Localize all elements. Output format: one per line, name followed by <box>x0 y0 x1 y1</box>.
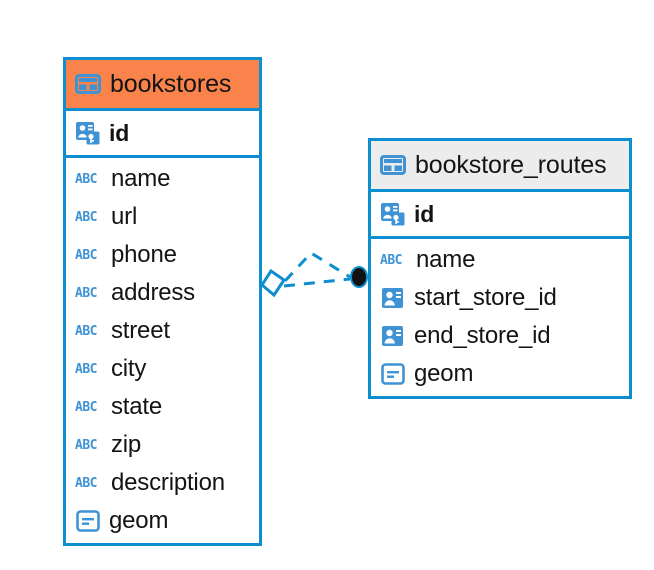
foreign-key-icon <box>382 288 403 308</box>
field-row-street[interactable]: ABC street <box>66 312 259 350</box>
field-label: id <box>109 119 130 146</box>
field-list-bookstores: ABC name ABC url ABC phone ABC address ABC st… <box>66 158 259 543</box>
rhombus-open-marker <box>260 268 287 298</box>
table-grid-icon <box>75 74 101 94</box>
field-row-name[interactable]: ABC name <box>66 160 259 198</box>
field-label: name <box>111 165 171 192</box>
text-abc-icon: ABC <box>75 171 97 187</box>
field-label: zip <box>111 431 142 458</box>
primary-key-section: id <box>371 189 629 239</box>
geometry-icon <box>381 363 405 385</box>
field-row-city[interactable]: ABC city <box>66 350 259 388</box>
field-row-phone[interactable]: ABC phone <box>66 236 259 274</box>
filled-circle-marker <box>350 266 368 288</box>
table-header-bookstore-routes[interactable]: bookstore_routes <box>371 141 629 189</box>
field-label: state <box>111 393 163 420</box>
field-label: start_store_id <box>414 284 557 311</box>
field-row-geom[interactable]: geom <box>371 355 629 393</box>
foreign-key-icon <box>382 326 403 346</box>
field-label: address <box>111 279 195 306</box>
field-row-address[interactable]: ABC address <box>66 274 259 312</box>
field-row-name[interactable]: ABC name <box>371 241 629 279</box>
field-label: url <box>111 203 138 230</box>
field-row-id[interactable]: id <box>371 192 629 236</box>
field-label: geom <box>109 507 169 534</box>
field-label: phone <box>111 241 177 268</box>
text-abc-icon: ABC <box>380 252 402 268</box>
field-row-zip[interactable]: ABC zip <box>66 426 259 464</box>
field-row-end-store-id[interactable]: end_store_id <box>371 317 629 355</box>
relationship-line-arc <box>283 251 351 283</box>
field-row-id[interactable]: id <box>66 111 259 155</box>
field-label: id <box>414 200 435 227</box>
field-label: geom <box>414 360 474 387</box>
text-abc-icon: ABC <box>75 399 97 415</box>
field-row-url[interactable]: ABC url <box>66 198 259 236</box>
text-abc-icon: ABC <box>75 247 97 263</box>
text-abc-icon: ABC <box>75 209 97 225</box>
table-title: bookstores <box>110 69 232 98</box>
field-label: end_store_id <box>414 322 551 349</box>
field-list-bookstore-routes: ABC name start_store_id <box>371 239 629 396</box>
text-abc-icon: ABC <box>75 285 97 301</box>
primary-key-icon <box>381 203 405 226</box>
text-abc-icon: ABC <box>75 323 97 339</box>
field-row-geom[interactable]: geom <box>66 502 259 540</box>
field-label: name <box>416 246 476 273</box>
field-row-state[interactable]: ABC state <box>66 388 259 426</box>
primary-key-section: id <box>66 108 259 158</box>
field-row-description[interactable]: ABC description <box>66 464 259 502</box>
geometry-icon <box>76 510 100 532</box>
field-label: city <box>111 355 147 382</box>
text-abc-icon: ABC <box>75 437 97 453</box>
field-row-start-store-id[interactable]: start_store_id <box>371 279 629 317</box>
table-header-bookstores[interactable]: bookstores <box>66 60 259 108</box>
table-node-bookstore-routes[interactable]: bookstore_routes id <box>368 138 632 399</box>
text-abc-icon: ABC <box>75 361 97 377</box>
primary-key-icon <box>76 122 100 145</box>
text-abc-icon: ABC <box>75 475 97 491</box>
field-label: description <box>111 469 225 496</box>
table-title: bookstore_routes <box>415 150 607 179</box>
field-label: street <box>111 317 170 344</box>
table-grid-icon <box>380 155 406 175</box>
relationship-line-straight <box>283 277 351 288</box>
